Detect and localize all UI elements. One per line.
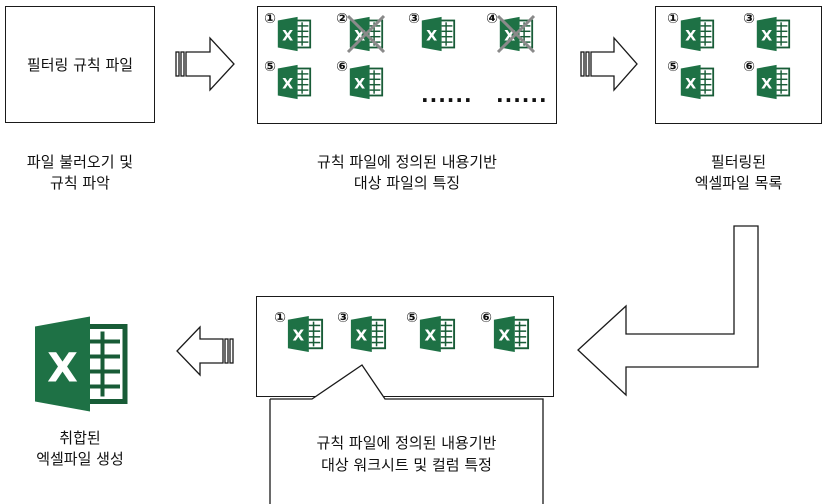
cross-mark-icon <box>496 14 536 58</box>
svg-text:X: X <box>47 346 78 392</box>
output-excel-file-icon: X <box>30 314 130 414</box>
file-number-badge: ⑥ <box>743 59 755 75</box>
step2-caption-line-2: 대상 파일의 특징 <box>353 174 461 192</box>
step3-caption-line-1: 필터링된 <box>710 153 767 171</box>
svg-text:X: X <box>292 327 304 345</box>
file-number-badge: ③ <box>743 11 755 27</box>
worksheet-caption-line-2: 대상 워크시트 및 컬럼 특정 <box>321 456 492 474</box>
rules-file-box: 필터링 규칙 파일 <box>5 6 155 123</box>
excel-file-icon: X <box>498 16 534 52</box>
excel-file-icon: X <box>418 315 456 353</box>
block-arrow-right-2-icon <box>580 36 638 92</box>
svg-text:X: X <box>685 28 696 44</box>
excel-file-icon: X <box>679 64 715 100</box>
file-number-badge: ③ <box>408 11 420 27</box>
excel-file-icon: X <box>420 16 456 52</box>
file-number-badge: ① <box>274 310 286 326</box>
step5-caption-line-2: 엑셀파일 생성 <box>36 450 124 468</box>
excel-file-icon: X <box>348 64 384 100</box>
excel-file-icon: X <box>492 315 530 353</box>
step3-caption-line-2: 엑셀파일 목록 <box>694 174 783 192</box>
worksheet-caption-line-1: 규칙 파일에 정의된 내용기반 <box>316 434 497 452</box>
svg-text:X: X <box>761 76 772 92</box>
rules-file-label: 필터링 규칙 파일 <box>26 56 134 74</box>
svg-text:X: X <box>282 76 293 92</box>
svg-text:X: X <box>354 76 365 92</box>
svg-text:X: X <box>424 327 436 345</box>
excel-file-icon: X <box>755 64 791 100</box>
svg-text:X: X <box>282 28 293 44</box>
file-number-badge: ⑥ <box>480 310 492 326</box>
step5-caption-line-1: 취합된 <box>59 429 101 447</box>
ellipsis-2: ...... <box>496 83 548 107</box>
excel-file-icon: X <box>276 64 312 100</box>
excel-file-icon: X <box>755 16 791 52</box>
file-number-badge: ③ <box>337 310 349 326</box>
file-number-badge: ⑥ <box>336 59 348 75</box>
ellipsis-1: ...... <box>421 83 473 107</box>
file-number-badge: ⑤ <box>667 59 679 75</box>
excel-file-icon: X <box>286 315 324 353</box>
file-number-badge: ① <box>264 11 276 27</box>
step1-caption-line-2: 규칙 파악 <box>50 174 110 192</box>
svg-text:X: X <box>498 327 510 345</box>
svg-text:X: X <box>504 28 515 44</box>
file-number-badge: ④ <box>486 11 498 27</box>
block-arrow-right-1-icon <box>175 36 235 92</box>
block-arrow-left-icon <box>176 325 234 377</box>
step1-caption-line-1: 파일 불러오기 및 <box>26 153 134 171</box>
file-number-badge: ② <box>336 11 348 27</box>
bent-arrow-icon <box>577 225 759 397</box>
svg-text:X: X <box>355 327 367 345</box>
svg-text:X: X <box>685 76 696 92</box>
worksheet-caption: 규칙 파일에 정의된 내용기반 대상 워크시트 및 컬럼 특정 <box>271 432 542 476</box>
file-number-badge: ① <box>667 11 679 27</box>
step5-caption: 취합된 엑셀파일 생성 <box>0 428 160 470</box>
excel-file-icon: X <box>348 16 384 52</box>
file-number-badge: ⑤ <box>406 310 418 326</box>
excel-file-icon: X <box>276 16 312 52</box>
step2-caption-line-1: 규칙 파일에 정의된 내용기반 <box>317 153 497 171</box>
file-number-badge: ⑤ <box>264 59 276 75</box>
cross-mark-icon <box>346 14 386 58</box>
step3-caption: 필터링된 엑셀파일 목록 <box>655 152 822 194</box>
excel-file-icon: X <box>679 16 715 52</box>
step2-caption: 규칙 파일에 정의된 내용기반 대상 파일의 특징 <box>257 152 557 194</box>
svg-text:X: X <box>426 28 437 44</box>
excel-file-icon: X <box>349 315 387 353</box>
svg-text:X: X <box>761 28 772 44</box>
svg-text:X: X <box>354 28 365 44</box>
step1-caption: 파일 불러오기 및 규칙 파악 <box>5 152 155 194</box>
